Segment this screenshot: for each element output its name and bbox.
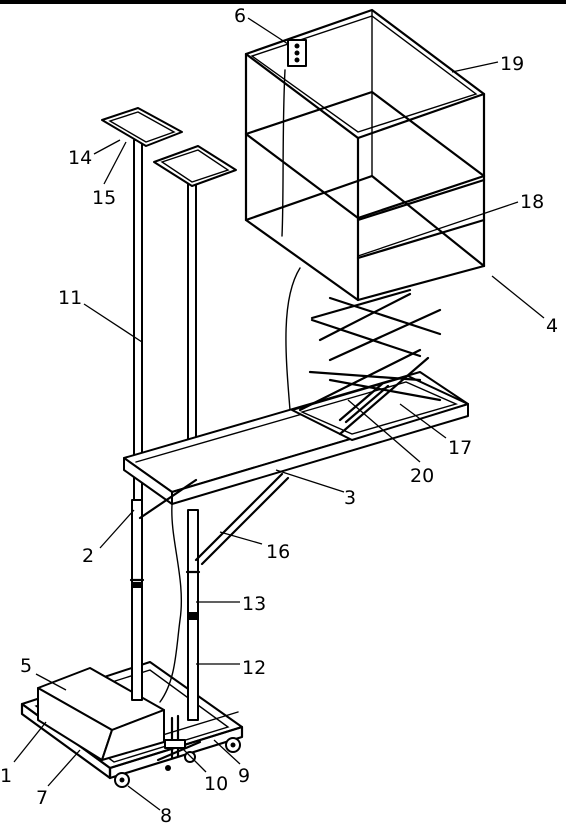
wheel-hub — [119, 777, 125, 783]
work-cage — [244, 8, 486, 302]
scissor-arm — [318, 292, 412, 342]
leader-16 — [219, 531, 263, 545]
cage-rail — [356, 218, 486, 260]
label-14: 14 — [68, 147, 92, 169]
label-7: 7 — [36, 787, 48, 809]
upper-pole-right — [187, 179, 197, 471]
scissor-arm — [310, 288, 412, 320]
wheels — [114, 737, 241, 788]
support-brackets — [138, 472, 290, 566]
label-20: 20 — [410, 465, 434, 487]
cage-bottom — [244, 174, 486, 302]
pedal-lever — [156, 740, 202, 762]
leader-11 — [83, 303, 143, 343]
wheel-hub — [230, 742, 236, 748]
cage-rail — [356, 178, 486, 222]
control-button — [294, 50, 300, 56]
label-3: 3 — [344, 487, 356, 509]
leader-18 — [357, 201, 519, 257]
scissor-arm — [338, 356, 430, 436]
hydraulic-cylinder — [344, 384, 390, 424]
top-border — [0, 0, 566, 4]
cage-top-inner — [250, 15, 478, 133]
leader-9 — [213, 739, 241, 765]
control-button — [294, 57, 300, 63]
cable-upper — [285, 267, 301, 411]
number-labels: 1 2 3 4 5 6 7 8 9 10 11 12 13 14 15 16 1… — [0, 5, 558, 824]
bracket-diagonal — [194, 472, 284, 562]
leader-17 — [399, 403, 447, 439]
top-plate-right — [153, 145, 237, 187]
label-1: 1 — [0, 765, 12, 787]
label-12: 12 — [242, 657, 266, 679]
scissor-lift — [291, 288, 469, 441]
leader-2 — [99, 509, 135, 549]
leader-lines — [13, 17, 545, 811]
label-9: 9 — [238, 765, 250, 787]
leader-14 — [93, 139, 121, 155]
pedal-block — [164, 739, 186, 749]
scissor-arm — [328, 308, 442, 362]
label-17: 17 — [448, 437, 472, 459]
label-2: 2 — [82, 545, 94, 567]
leader-4 — [491, 275, 545, 319]
label-6: 6 — [234, 5, 246, 27]
bracket-left — [138, 478, 198, 520]
column-collar — [189, 612, 197, 620]
label-13: 13 — [242, 593, 266, 615]
bracket-diagonal — [200, 476, 290, 566]
leader-20 — [347, 399, 421, 463]
cage-mid-rail — [244, 90, 486, 220]
upper-pole-left — [133, 139, 143, 501]
base-frame-side — [108, 725, 244, 780]
upper-poles — [101, 107, 237, 501]
scissor-arm — [328, 296, 442, 336]
label-10: 10 — [204, 773, 228, 795]
label-8: 8 — [160, 805, 172, 824]
leader-3 — [275, 469, 345, 493]
top-plate-right-inner — [160, 149, 230, 183]
cable-lower — [159, 504, 183, 703]
label-18: 18 — [520, 191, 544, 213]
lower-column-left — [131, 499, 143, 701]
pedal-assembly — [156, 714, 202, 771]
leader-7 — [47, 749, 81, 787]
cable-cage — [281, 69, 286, 237]
leader-8 — [127, 785, 161, 811]
label-4: 4 — [546, 315, 558, 337]
leader-15 — [103, 141, 127, 185]
hydraulic-cylinder — [338, 382, 384, 422]
leader-19 — [451, 61, 499, 73]
leader-1 — [13, 721, 47, 763]
column-collar — [133, 582, 141, 588]
pedal-knob — [165, 765, 171, 771]
label-16: 16 — [266, 541, 290, 563]
top-plate-left-inner — [108, 111, 176, 143]
scissor-arm — [298, 348, 422, 412]
scissor-arm — [308, 370, 422, 382]
label-5: 5 — [20, 655, 32, 677]
wheel-middle — [184, 751, 196, 763]
label-11: 11 — [58, 287, 82, 309]
leader-10 — [181, 747, 207, 773]
scissor-arm — [310, 318, 422, 358]
control-button — [294, 43, 300, 49]
label-19: 19 — [500, 53, 524, 75]
label-15: 15 — [92, 187, 116, 209]
leader-6 — [247, 17, 289, 45]
leader-5 — [35, 673, 67, 691]
